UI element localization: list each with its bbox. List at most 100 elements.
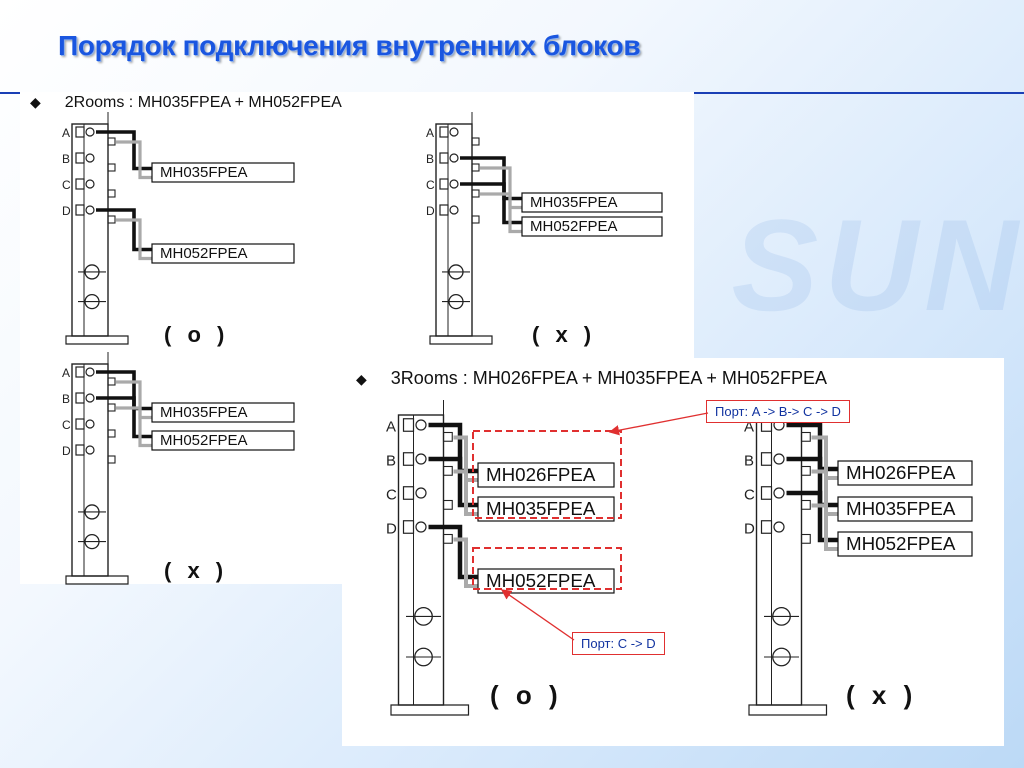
refrigerant-pipe-liquid [96, 208, 152, 252]
port-fitting [75, 178, 85, 190]
port-fitting-small [107, 403, 116, 412]
refrigerant-pipe-gas [116, 140, 152, 180]
manifold-body [435, 123, 473, 337]
callout-port-order: Порт: A -> B-> C -> D [706, 400, 850, 423]
port-valve [85, 153, 95, 163]
port-fitting [760, 452, 773, 466]
manifold-base [429, 335, 493, 345]
two-rooms-heading-text: 2Rooms : MH035FPEA + MH052FPEA [64, 94, 342, 111]
port-fitting [439, 204, 449, 216]
port-letter: C [744, 486, 755, 503]
background-watermark: SUN [731, 192, 1024, 338]
manifold-base [748, 704, 828, 716]
port-fitting-small [800, 465, 811, 476]
port-fitting-small [800, 431, 811, 442]
port-valve [773, 521, 785, 533]
refrigerant-pipe-gas [811, 503, 838, 551]
refrigerant-pipe-gas [811, 469, 838, 516]
port-valve [415, 419, 427, 431]
indoor-unit-label-box [151, 402, 295, 423]
port-letter: C [62, 178, 71, 192]
port-fitting [439, 152, 449, 164]
port-fitting-small [471, 189, 480, 198]
port-fitting [402, 452, 415, 466]
port-letter: A [62, 366, 70, 380]
refrigerant-pipe-liquid [786, 490, 838, 543]
manifold-body [71, 123, 109, 337]
two-rooms-heading: ◆2Rooms : MH035FPEA + MH052FPEA [30, 94, 342, 112]
port-fitting-small [107, 215, 116, 224]
port-fitting [75, 152, 85, 164]
port-fitting-small [442, 533, 453, 544]
port-fitting [75, 444, 85, 456]
port-fitting [75, 392, 85, 404]
indoor-unit-label: MH052FPEA [160, 432, 248, 449]
port-letter: D [62, 444, 71, 458]
port-fitting-small [107, 377, 116, 386]
refrigerant-pipe-liquid [786, 422, 838, 472]
port-letter: A [744, 418, 754, 435]
port-valve [85, 367, 95, 377]
port-valve [773, 487, 785, 499]
validity-mark: ( x ) [164, 558, 229, 583]
port-fitting-small [442, 431, 453, 442]
indoor-unit-label-box [521, 216, 663, 237]
port-letter: A [386, 418, 396, 435]
validity-mark: ( x ) [532, 322, 597, 347]
refrigerant-pipe-gas [116, 406, 152, 448]
refrigerant-pipe-liquid [460, 182, 522, 225]
bullet-icon: ◆ [356, 371, 367, 387]
port-letter: C [62, 418, 71, 432]
port-letter: D [62, 204, 71, 218]
port-valve [449, 127, 459, 137]
port-valve [415, 453, 427, 465]
refrigerant-pipe-gas [811, 435, 838, 480]
validity-mark: ( o ) [164, 322, 230, 347]
indoor-unit-label: MH035FPEA [846, 498, 956, 519]
port-fitting [439, 178, 449, 190]
port-letter: C [426, 178, 435, 192]
validity-mark: ( o ) [490, 680, 563, 710]
refrigerant-pipe-gas [116, 380, 152, 420]
refrigerant-pipe-liquid [428, 456, 478, 508]
port-fitting [760, 520, 773, 534]
port-letter: D [386, 520, 397, 537]
refrigerant-pipe-liquid [96, 370, 152, 411]
indoor-unit-label-box [151, 162, 295, 183]
port-fitting-small [442, 499, 453, 510]
port-fitting-small [442, 465, 453, 476]
port-valve [773, 453, 785, 465]
indoor-unit-label: MH052FPEA [160, 245, 248, 262]
port-valve [85, 445, 95, 455]
port-fitting [75, 126, 85, 138]
port-fitting [402, 520, 415, 534]
port-letter: B [744, 452, 754, 469]
port-fitting [75, 366, 85, 378]
validity-mark: ( x ) [846, 680, 918, 710]
refrigerant-pipe-gas [480, 192, 522, 234]
port-fitting [760, 486, 773, 500]
indoor-unit-label-box [837, 531, 973, 557]
port-letter: B [386, 452, 396, 469]
title-rule-right [694, 92, 1024, 94]
port-letter: B [62, 392, 70, 406]
port-fitting [75, 204, 85, 216]
port-valve [449, 179, 459, 189]
indoor-unit-label: MH052FPEA [530, 218, 618, 235]
indoor-unit-label-box [521, 192, 663, 213]
port-letter: B [62, 152, 70, 166]
port-valve [85, 419, 95, 429]
indoor-unit-label: MH052FPEA [486, 570, 596, 591]
port-fitting-small [471, 137, 480, 146]
port-valve [449, 205, 459, 215]
port-fitting [439, 126, 449, 138]
refrigerant-pipe-liquid [428, 524, 478, 580]
port-letter: A [62, 126, 70, 140]
two-rooms-panel-bottom [20, 358, 342, 584]
refrigerant-pipe-liquid [428, 422, 478, 474]
slide-title: Порядок подключения внутренних блоков [58, 30, 641, 61]
indoor-unit-label: MH035FPEA [530, 194, 618, 211]
indoor-unit-label-box [837, 496, 973, 522]
indoor-unit-label: MH035FPEA [160, 164, 248, 181]
indoor-unit-label-box [151, 243, 295, 264]
